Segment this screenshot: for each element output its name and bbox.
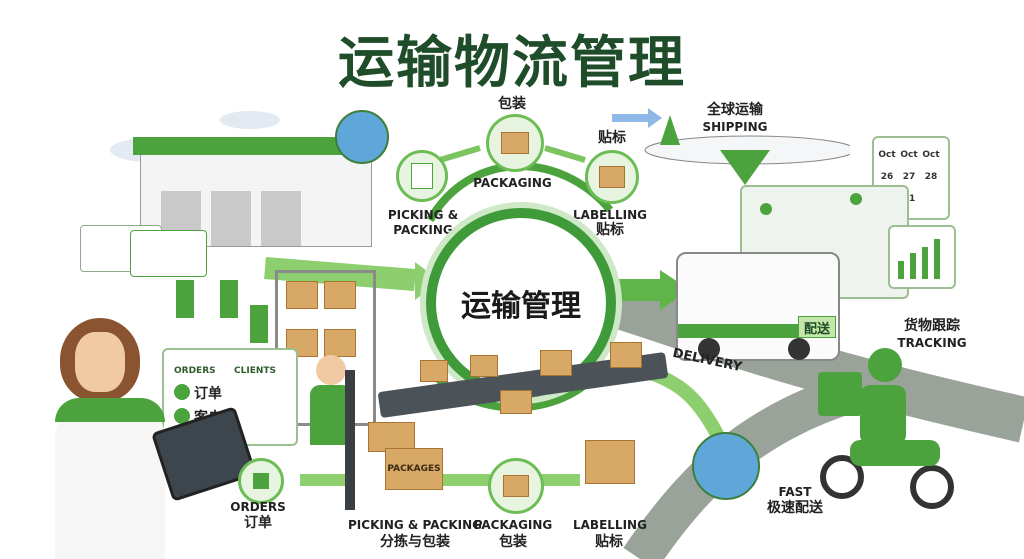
calendar-header-row: Oct Oct Oct bbox=[876, 142, 946, 164]
packaging-cn-bottom: 包装 bbox=[499, 534, 527, 550]
cloud-mid bbox=[220, 111, 280, 129]
globe-icon bbox=[692, 432, 760, 500]
user-icon bbox=[174, 384, 190, 400]
calendar-row-1: 26 27 28 bbox=[876, 164, 946, 186]
delivery-van: 配送 bbox=[676, 252, 840, 361]
warehouse-door-3 bbox=[261, 191, 301, 246]
picking-en-top: PICKING & PACKING bbox=[387, 208, 459, 237]
warehouse-roof bbox=[133, 137, 379, 155]
arrowhead-center-right bbox=[660, 270, 690, 310]
courier-helmet bbox=[868, 348, 902, 382]
packaging-bubble bbox=[486, 114, 544, 172]
conveyor-box bbox=[420, 360, 448, 382]
airplane-icon bbox=[644, 115, 850, 185]
labelling-cn-upper: 贴标 bbox=[598, 130, 626, 146]
chart-bar bbox=[898, 261, 904, 279]
labelling-cn-top: 贴标 bbox=[596, 222, 624, 238]
hand-truck bbox=[345, 370, 355, 510]
labelling-en-top: LABELLING bbox=[573, 208, 647, 222]
picking-cn-bottom: 分拣与包装 bbox=[380, 534, 450, 550]
shipping-cn: 全球运输 bbox=[707, 102, 763, 118]
globe-icon bbox=[335, 110, 389, 164]
woman-shirt bbox=[55, 398, 165, 559]
truck-2 bbox=[130, 230, 207, 277]
chart-card bbox=[888, 225, 956, 289]
chart-bar bbox=[934, 239, 940, 279]
orders-cn-bottom: 订单 bbox=[244, 515, 272, 531]
tracking-cn: 货物跟踪 bbox=[904, 318, 960, 334]
moto-wheel bbox=[910, 465, 954, 509]
packaging-en-top: PACKAGING bbox=[473, 176, 552, 190]
arrow-to-moto bbox=[638, 363, 727, 444]
chain-arrow-2 bbox=[544, 145, 586, 163]
conveyor-box bbox=[540, 350, 572, 376]
box-icon bbox=[503, 475, 529, 497]
calendar-day: 31 bbox=[902, 194, 916, 204]
labelling-cn-bottom: 贴标 bbox=[595, 534, 623, 550]
delivery-box-icon bbox=[818, 372, 862, 416]
labelling-bubble bbox=[585, 150, 639, 204]
woman-shirt-collar bbox=[55, 398, 165, 422]
calendar-day: 27 bbox=[902, 172, 916, 182]
shelf-box bbox=[286, 281, 318, 309]
worker-small bbox=[250, 305, 268, 343]
barcode-box-icon bbox=[599, 166, 625, 188]
calendar-month-3: Oct bbox=[922, 150, 940, 160]
shelf-box bbox=[324, 329, 356, 357]
fast-en: FAST bbox=[778, 485, 812, 499]
van-stripe bbox=[678, 324, 834, 338]
orders-label-cn: 订单 bbox=[194, 386, 222, 402]
worker-head bbox=[316, 355, 346, 385]
worker-small bbox=[220, 280, 238, 318]
calendar-month-1: Oct bbox=[878, 150, 896, 160]
chart-up-icon bbox=[253, 473, 269, 489]
orders-bubble bbox=[238, 458, 284, 504]
moto-body bbox=[850, 440, 940, 466]
packaging-bubble-bottom bbox=[488, 458, 544, 514]
package-box bbox=[368, 422, 415, 452]
shipping-en: SHIPPING bbox=[702, 120, 768, 134]
chart-bar bbox=[910, 253, 916, 279]
picking-bubble bbox=[396, 150, 448, 202]
orders-en-bottom: ORDERS bbox=[230, 500, 286, 514]
calendar-day: 28 bbox=[924, 172, 938, 182]
user-icon bbox=[174, 408, 190, 424]
box-icon bbox=[501, 132, 529, 154]
labelled-box-icon bbox=[585, 440, 635, 484]
tracking-en: TRACKING bbox=[897, 336, 967, 350]
worker-small bbox=[176, 280, 194, 318]
arrowhead-plane bbox=[648, 108, 662, 128]
map-pin-icon bbox=[760, 203, 772, 215]
center-label: 运输管理 bbox=[461, 289, 581, 324]
clients-label-en: CLIENTS bbox=[234, 366, 276, 376]
fast-cn: 极速配送 bbox=[767, 500, 823, 516]
map-pin-icon bbox=[850, 193, 862, 205]
labelling-en-bottom: LABELLING bbox=[573, 518, 647, 532]
conveyor-box bbox=[470, 355, 498, 377]
orders-label-en: ORDERS bbox=[174, 366, 216, 376]
van-label: 配送 bbox=[798, 316, 836, 338]
chart-bar bbox=[922, 247, 928, 279]
warehouse-door-2 bbox=[211, 191, 251, 246]
packaging-en-bottom: PACKAGING bbox=[473, 518, 553, 532]
van-wheel bbox=[788, 338, 810, 360]
picking-en-bottom: PICKING & PACKING bbox=[348, 518, 482, 532]
van-wheel bbox=[698, 338, 720, 360]
courier-body bbox=[860, 385, 906, 445]
woman-face bbox=[75, 332, 125, 392]
packages-box: PACKAGES bbox=[385, 448, 443, 490]
calendar-month-2: Oct bbox=[900, 150, 918, 160]
page-title: 运输物流管理 bbox=[338, 31, 686, 96]
conveyor-box bbox=[610, 342, 642, 368]
shelf-box bbox=[324, 281, 356, 309]
calendar-day: 26 bbox=[880, 172, 894, 182]
packaging-cn-top: 包装 bbox=[498, 96, 526, 112]
moto-wheel bbox=[820, 455, 864, 499]
conveyor-box bbox=[500, 390, 532, 414]
chain-arrow-1 bbox=[439, 145, 481, 163]
clipboard-icon bbox=[411, 163, 433, 189]
